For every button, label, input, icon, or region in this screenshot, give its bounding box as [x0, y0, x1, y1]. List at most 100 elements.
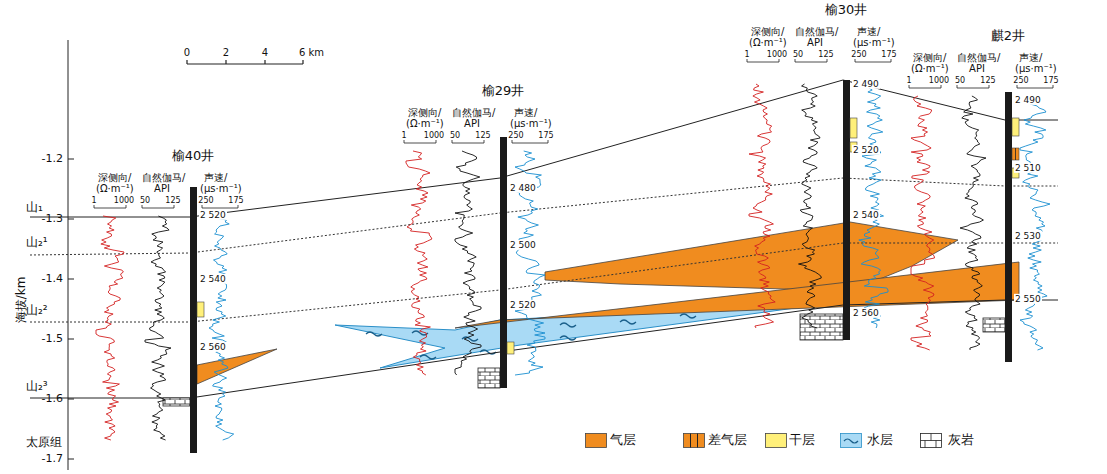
log-unit: (μs·m⁻¹) [510, 118, 552, 130]
rect-shape [190, 187, 197, 453]
tick-label: -1.3 [42, 213, 63, 226]
scale-number: 1000 [424, 131, 444, 140]
log-unit: API [464, 118, 480, 130]
log-unit: (Ω·m⁻¹) [749, 37, 787, 49]
scale-bracket [94, 205, 126, 208]
log-curve [96, 216, 124, 440]
tick-label: -1.4 [42, 273, 63, 286]
scale-number: 50 [955, 76, 965, 85]
scale-number: 175 [228, 196, 243, 205]
depth-label: 2 490 [1014, 95, 1042, 105]
log-header: 深侧向/ [98, 172, 131, 184]
scale-bracket [404, 140, 436, 143]
polygon-shape [197, 349, 277, 384]
legend-swatch [585, 433, 607, 448]
scale-number: 125 [475, 131, 490, 140]
scale-bracket [957, 85, 989, 88]
depth-label: 2 560 [199, 342, 227, 352]
scale-label: 2 [223, 47, 229, 59]
tick-label: -1.5 [42, 333, 63, 346]
scale-number: 50 [450, 131, 460, 140]
path-shape [560, 323, 576, 327]
log-header: 深侧向/ [408, 107, 441, 119]
log-curve [455, 151, 481, 375]
tick-label: -1.6 [42, 393, 63, 406]
legend-label: 灰岩 [948, 433, 974, 448]
well-name: 榆29井 [482, 84, 525, 99]
scale-number: 175 [1043, 76, 1058, 85]
polyline-shape [30, 243, 1058, 322]
log-header: 声速/ [1019, 52, 1042, 64]
line-shape [68, 159, 74, 160]
legend-swatch [765, 433, 787, 448]
log-header: 深侧向/ [751, 26, 784, 38]
g-shape [187, 60, 303, 64]
scale-bracket [795, 59, 827, 62]
log-header: 自然伽马/ [795, 26, 838, 38]
line-shape [264, 60, 265, 64]
rect-shape [507, 342, 514, 354]
polyline-shape [30, 178, 1058, 255]
layer-name: 山₁ [26, 201, 43, 215]
depth-label: 2 480 [509, 183, 537, 193]
line-shape [186, 60, 187, 64]
log-unit: (Ω·m⁻¹) [911, 63, 949, 75]
legend-label: 水层 [867, 433, 893, 448]
tick-label: -1.7 [42, 453, 63, 466]
rect-shape [1012, 148, 1019, 160]
layer-name: 山₂³ [26, 380, 48, 394]
line-shape [68, 219, 74, 220]
line-shape [302, 60, 303, 64]
log-curve [145, 216, 171, 440]
scale-number: 1000 [929, 76, 949, 85]
scale-number: 250 [851, 50, 866, 59]
tick-label: -1.2 [42, 153, 63, 166]
scale-number: 1 [744, 50, 749, 59]
log-header: 声速/ [857, 26, 880, 38]
scale-number: 250 [198, 196, 213, 205]
log-unit: API [807, 37, 823, 49]
scale-number: 250 [1013, 76, 1028, 85]
log-curve [799, 84, 822, 328]
log-curve [406, 151, 432, 375]
g-shape [190, 80, 1012, 453]
rect-shape [1012, 118, 1019, 136]
well-name: 麒2井 [991, 29, 1025, 44]
scale-bracket [1017, 85, 1053, 88]
legend-label: 差气层 [708, 433, 747, 448]
scale-number: 175 [538, 131, 553, 140]
log-curve [209, 216, 234, 440]
line-shape [68, 339, 74, 340]
rect-shape [800, 314, 843, 340]
log-unit: (μs·m⁻¹) [1015, 63, 1057, 75]
scale-number: 50 [140, 196, 150, 205]
legend-label: 干层 [789, 433, 815, 448]
scale-number: 175 [881, 50, 896, 59]
depth-label: 2 530 [1014, 231, 1042, 241]
rect-shape [478, 368, 500, 388]
depth-label: 2 540 [199, 274, 227, 284]
layer-name: 山₂² [26, 304, 48, 318]
rect-shape [843, 80, 850, 340]
depth-label: 2 520 [199, 210, 227, 220]
path-shape [680, 314, 696, 318]
depth-label: 2 560 [852, 308, 880, 318]
line-shape [187, 63, 303, 64]
g-shape [30, 80, 1058, 398]
well-name: 榆30井 [825, 3, 868, 18]
depth-label: 2 490 [852, 79, 880, 89]
log-header: 自然伽马/ [142, 172, 185, 184]
legend-label: 气层 [610, 433, 636, 448]
log-curve [911, 96, 935, 350]
log-curve [960, 96, 986, 350]
layer-name: 山₂¹ [26, 236, 48, 250]
g-shape [68, 159, 74, 459]
polyline-shape [30, 80, 1058, 217]
log-curve [749, 84, 775, 328]
log-curve [859, 84, 888, 328]
scale-bracket [909, 85, 941, 88]
scale-number: 125 [980, 76, 995, 85]
line-shape [68, 399, 74, 400]
legend-swatch [840, 433, 862, 448]
